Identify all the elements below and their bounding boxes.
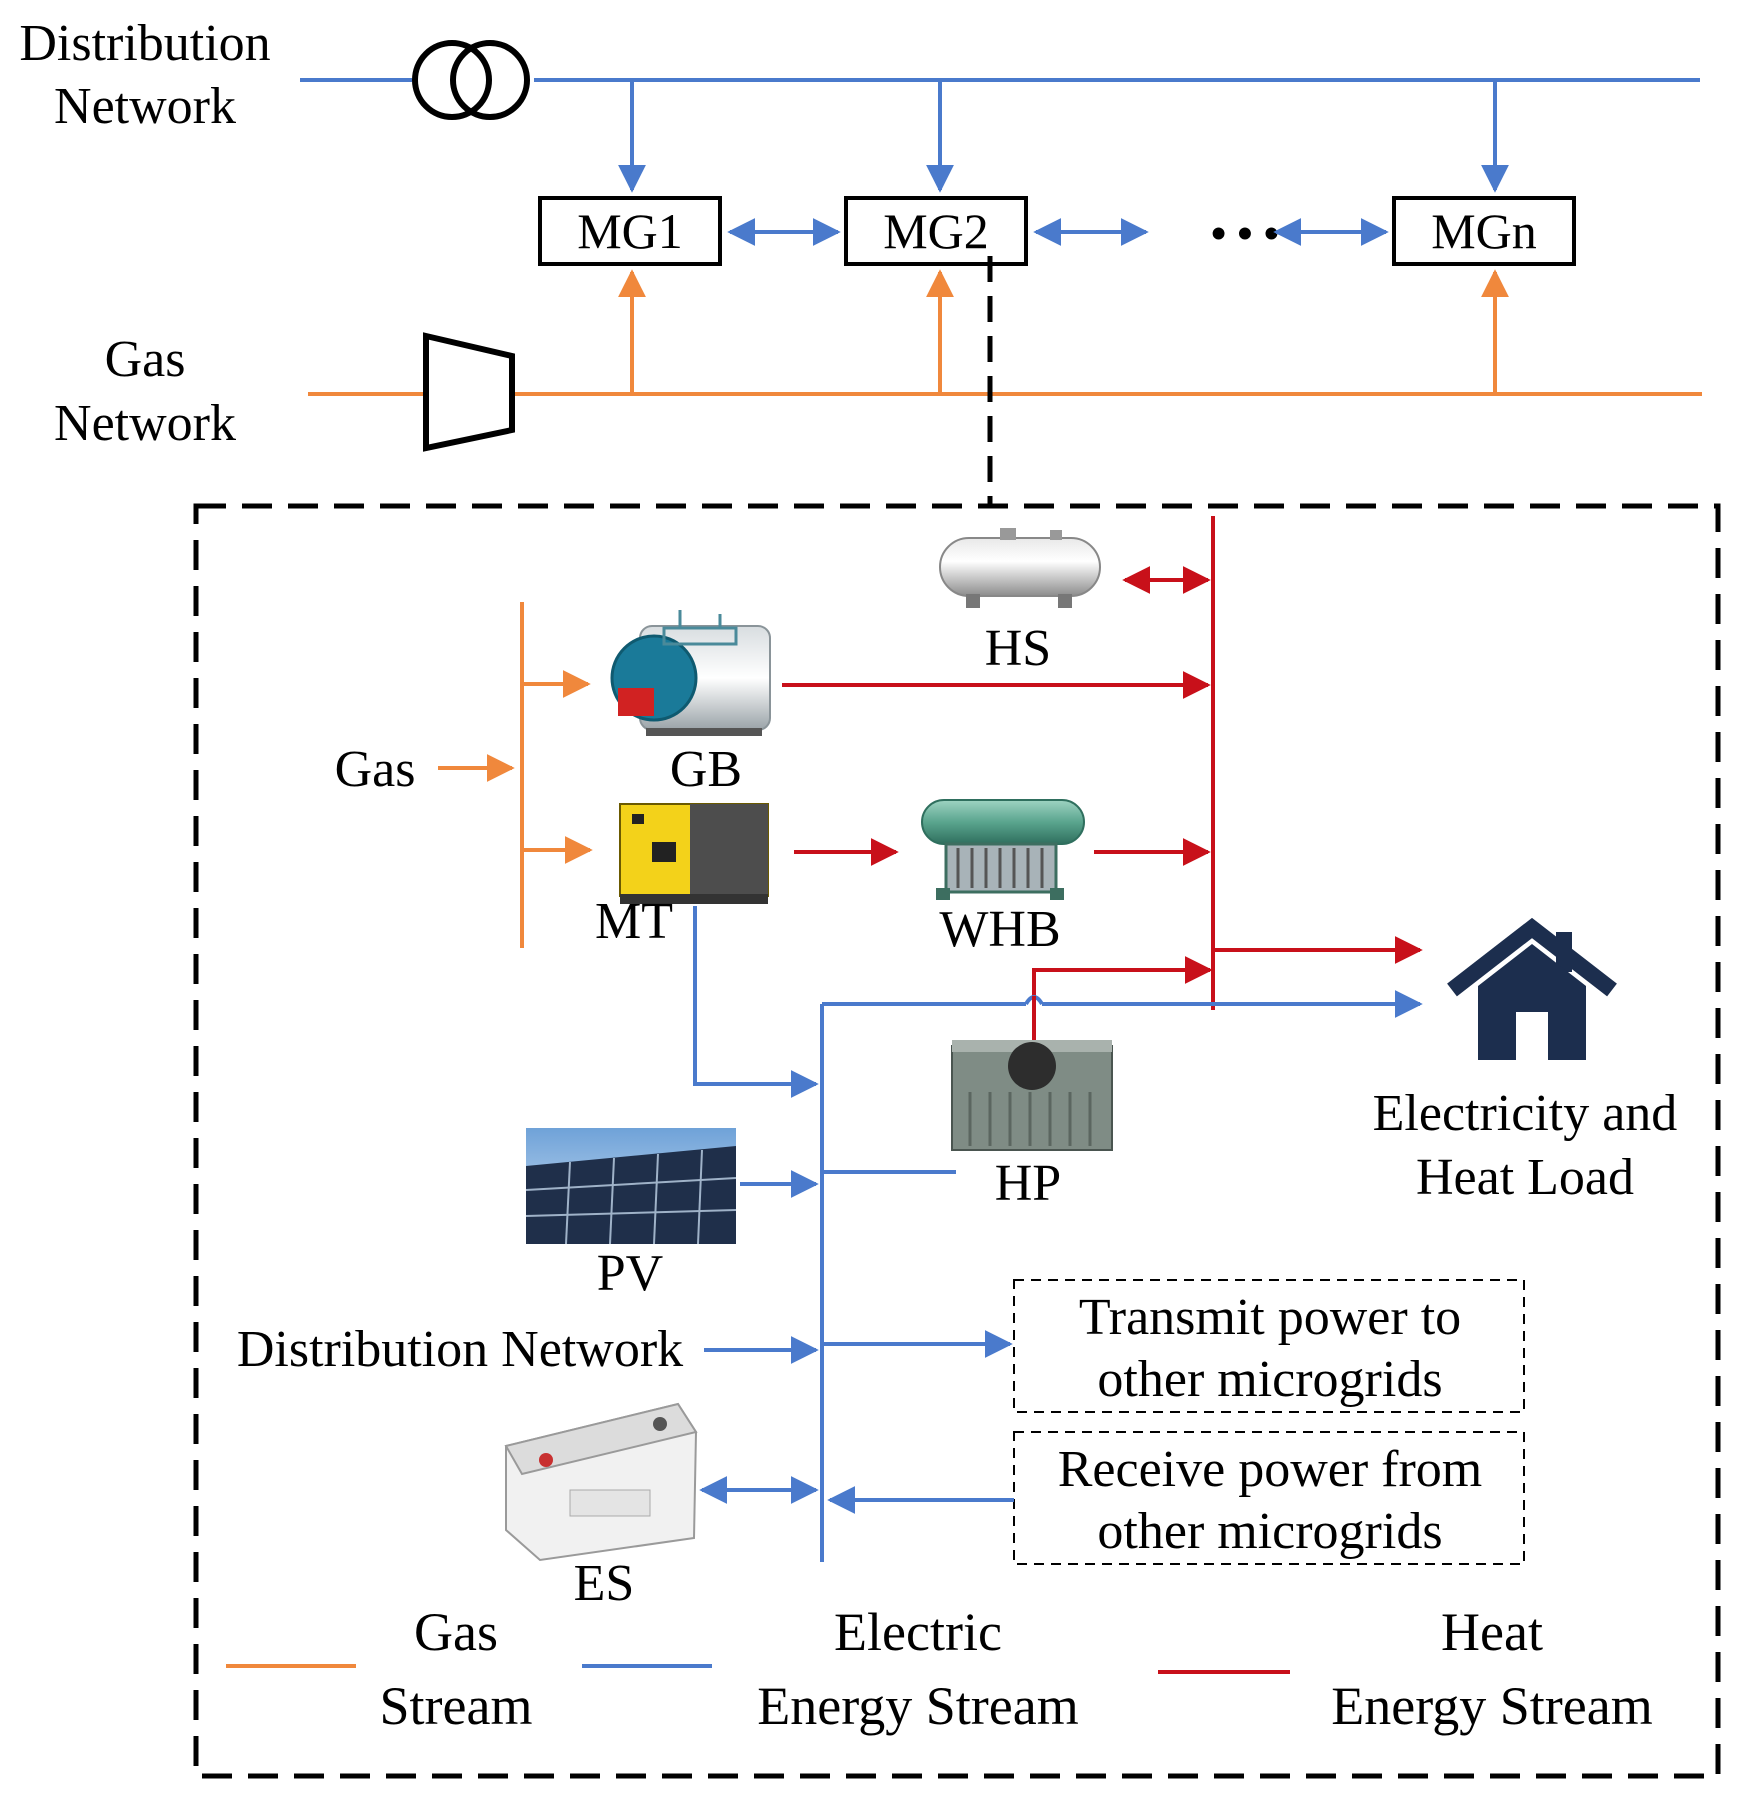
hp-heat-output xyxy=(1032,956,1213,1042)
microgrid-detail-frame xyxy=(193,503,1721,1779)
legend-gas-label-1: Gas xyxy=(414,1602,498,1662)
es-label: ES xyxy=(574,1555,635,1612)
load-label-2: Heat Load xyxy=(1416,1149,1634,1206)
legend-heat-label-1: Heat xyxy=(1441,1602,1543,1662)
mg1-label: MG1 xyxy=(577,203,683,259)
top-gas-label-2: Network xyxy=(54,395,236,452)
mgn-box xyxy=(1392,196,1576,266)
detail-distribution-label: Distribution Network xyxy=(237,1321,683,1378)
gas-boiler-icon xyxy=(610,610,771,736)
mg1-box xyxy=(538,196,722,266)
legend-heat-label-2: Energy Stream xyxy=(1331,1676,1652,1736)
mt-label: MT xyxy=(595,893,673,950)
mt-electric-output xyxy=(693,906,819,1098)
receive-label-1: Receive power from xyxy=(1058,1441,1482,1498)
house-icon xyxy=(1447,917,1617,1060)
pv-label: PV xyxy=(597,1245,663,1302)
heat-pump-icon xyxy=(951,1040,1113,1151)
top-gas-label-1: Gas xyxy=(105,331,186,388)
waste-heat-boiler-icon xyxy=(921,799,1085,900)
legend-gas-label-2: Stream xyxy=(380,1676,533,1736)
transmit-label-1: Transmit power to xyxy=(1079,1289,1461,1346)
battery-icon xyxy=(504,1402,698,1562)
micro-turbine-generator-icon xyxy=(619,803,769,904)
legend-electric-label-2: Energy Stream xyxy=(757,1676,1078,1736)
solar-panel-icon xyxy=(525,1128,737,1245)
hp-label: HP xyxy=(995,1155,1061,1212)
receive-box xyxy=(1013,1431,1525,1565)
gas-compressor-icon xyxy=(423,332,515,452)
transformer-icon xyxy=(412,40,534,120)
heat-storage-tank-icon xyxy=(939,528,1101,608)
top-distribution-label-1: Distribution xyxy=(19,15,270,72)
mg2-label: MG2 xyxy=(883,203,989,259)
transmit-label-2: other microgrids xyxy=(1097,1351,1442,1408)
gb-label: GB xyxy=(670,741,742,798)
top-distribution-label-2: Network xyxy=(54,78,236,135)
hs-label: HS xyxy=(985,620,1051,677)
whb-label: WHB xyxy=(939,901,1060,958)
gas-input-label: Gas xyxy=(335,741,416,798)
receive-label-2: other microgrids xyxy=(1097,1503,1442,1560)
transmit-box xyxy=(1013,1279,1525,1413)
mgn-label: MGn xyxy=(1431,203,1537,259)
mg2-box xyxy=(844,196,1028,266)
mg-ellipsis: • • • xyxy=(1211,209,1279,258)
legend-electric-label-1: Electric xyxy=(834,1602,1002,1662)
load-label-1: Electricity and xyxy=(1373,1085,1678,1142)
